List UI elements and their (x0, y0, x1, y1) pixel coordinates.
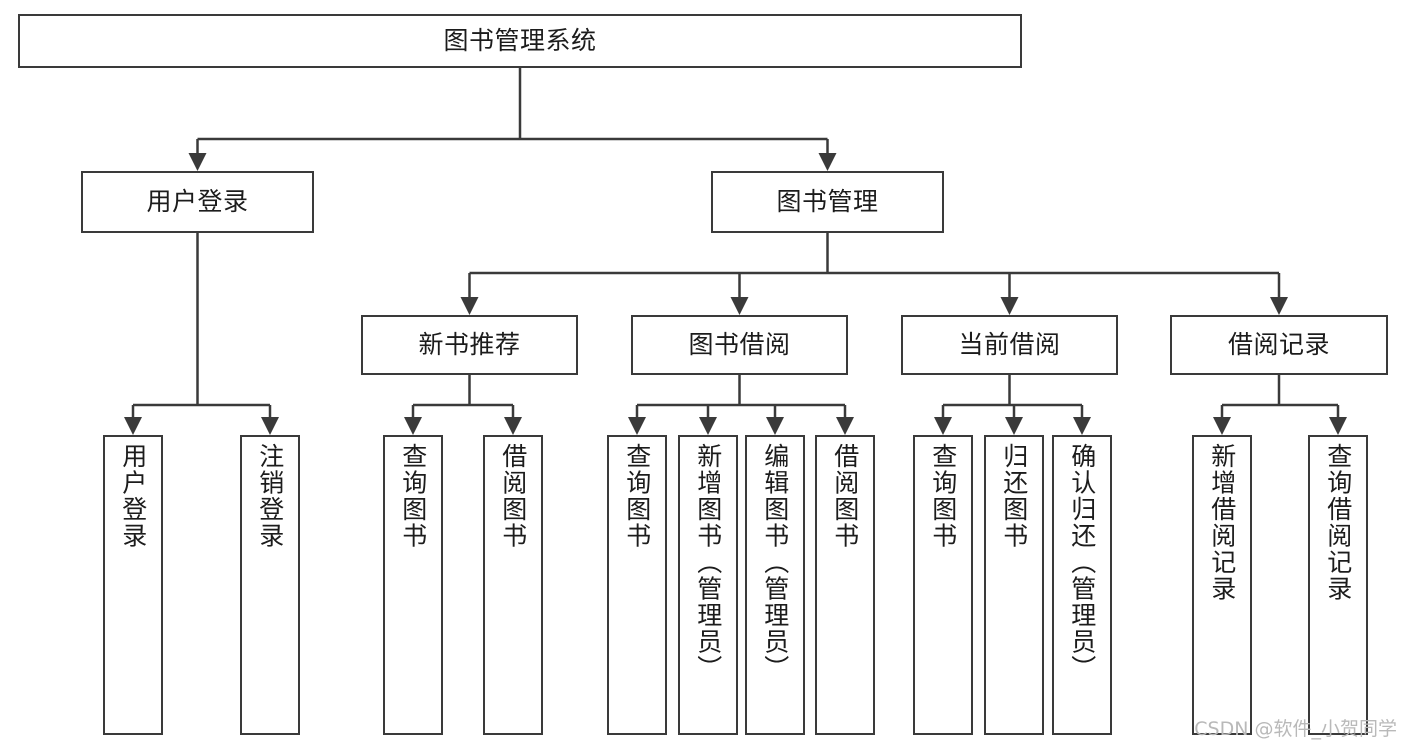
node-label: 查询借阅记录 (1323, 443, 1353, 602)
node-l_addrec[interactable]: 新增借阅记录 (1192, 435, 1252, 735)
node-label: 用户登录 (118, 443, 148, 549)
node-l_edit[interactable]: 编辑图书（管理员） (745, 435, 805, 735)
node-label: 查询图书 (398, 443, 428, 549)
arrowhead-icon (628, 417, 646, 435)
node-user_login[interactable]: 用户登录 (81, 171, 314, 233)
node-l_borrow1[interactable]: 借阅图书 (483, 435, 543, 735)
node-l_confirm[interactable]: 确认归还（管理员） (1052, 435, 1112, 735)
node-label: 新增借阅记录 (1207, 443, 1237, 602)
arrowhead-icon (1073, 417, 1091, 435)
node-book_mgmt[interactable]: 图书管理 (711, 171, 944, 233)
node-label: 编辑图书（管理员） (760, 443, 790, 682)
arrowhead-icon (766, 417, 784, 435)
node-label: 当前借阅 (958, 329, 1061, 359)
node-current[interactable]: 当前借阅 (901, 315, 1118, 375)
node-label: 新书推荐 (418, 329, 521, 359)
node-root[interactable]: 图书管理系统 (18, 14, 1022, 68)
node-l_query2[interactable]: 查询图书 (607, 435, 667, 735)
arrowhead-icon (261, 417, 279, 435)
node-l_borrow2[interactable]: 借阅图书 (815, 435, 875, 735)
node-borrow[interactable]: 图书借阅 (631, 315, 848, 375)
arrowhead-icon (934, 417, 952, 435)
node-l_query1[interactable]: 查询图书 (383, 435, 443, 735)
arrowhead-icon (1213, 417, 1231, 435)
node-label: 图书借阅 (688, 329, 791, 359)
arrowhead-icon (1000, 297, 1019, 315)
arrowhead-icon (836, 417, 854, 435)
watermark: CSDN @软件_小贺同学 (1194, 718, 1397, 740)
arrowhead-icon (1329, 417, 1347, 435)
node-label: 借阅图书 (830, 443, 860, 549)
node-label: 图书管理系统 (443, 25, 597, 55)
node-label: 借阅记录 (1227, 329, 1330, 359)
node-label: 确认归还（管理员） (1067, 443, 1097, 682)
arrowhead-icon (124, 417, 142, 435)
arrowhead-icon (730, 297, 749, 315)
arrowhead-icon (699, 417, 717, 435)
arrowhead-icon (1005, 417, 1023, 435)
node-label: 图书管理 (776, 186, 879, 216)
node-l_login[interactable]: 用户登录 (103, 435, 163, 735)
arrowhead-icon (460, 297, 479, 315)
node-label: 查询图书 (622, 443, 652, 549)
node-l_query3[interactable]: 查询图书 (913, 435, 973, 735)
node-l_add[interactable]: 新增图书（管理员） (678, 435, 738, 735)
arrowhead-icon (188, 153, 207, 171)
node-label: 注销登录 (255, 443, 285, 549)
node-history[interactable]: 借阅记录 (1170, 315, 1388, 375)
node-label: 新增图书（管理员） (693, 443, 723, 682)
arrowhead-icon (504, 417, 522, 435)
node-label: 归还图书 (999, 443, 1029, 549)
node-label: 借阅图书 (498, 443, 528, 549)
arrowhead-icon (404, 417, 422, 435)
arrowhead-icon (1270, 297, 1288, 315)
node-l_logout[interactable]: 注销登录 (240, 435, 300, 735)
arrowhead-icon (818, 153, 837, 171)
node-label: 查询图书 (928, 443, 958, 549)
node-l_queryrec[interactable]: 查询借阅记录 (1308, 435, 1368, 735)
node-l_return[interactable]: 归还图书 (984, 435, 1044, 735)
node-label: 用户登录 (146, 186, 249, 216)
node-new_rec[interactable]: 新书推荐 (361, 315, 578, 375)
